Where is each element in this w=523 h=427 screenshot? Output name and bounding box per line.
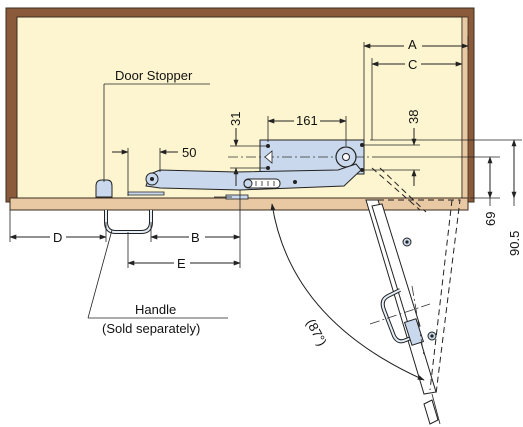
handle-grip bbox=[104, 210, 153, 234]
dim-D-label-bg bbox=[50, 229, 66, 245]
dimension-E: E bbox=[127, 232, 241, 271]
open-door-bottom-bracket bbox=[423, 399, 439, 425]
open-stay-pivot-pin bbox=[405, 240, 409, 244]
dim-50-label: 50 bbox=[182, 145, 196, 160]
dimension-D: D bbox=[9, 210, 107, 245]
door-stopper-block bbox=[95, 179, 113, 198]
stay-cam bbox=[264, 150, 273, 164]
dim-69-label: 69 bbox=[483, 212, 498, 226]
dimension-A: A bbox=[363, 36, 469, 140]
dim-B-label: B bbox=[191, 230, 200, 245]
handle-leader bbox=[87, 229, 113, 319]
stay-arm-rivet bbox=[293, 180, 297, 184]
dim-D-label: D bbox=[53, 230, 62, 245]
dimension-50: 50 bbox=[112, 145, 196, 196]
dimension-161: 161 bbox=[267, 112, 347, 146]
stay-screw-top bbox=[266, 144, 270, 148]
handle-grip-inner bbox=[105, 210, 152, 233]
open-stay-lower-pin bbox=[430, 334, 434, 338]
stay-hinge-pin bbox=[342, 153, 350, 161]
dim-E-label: E bbox=[177, 256, 186, 271]
angle-label: (87°) bbox=[303, 316, 330, 348]
dimension-B: B bbox=[150, 190, 241, 268]
dim-C-label: C bbox=[408, 57, 417, 72]
angle-arc bbox=[270, 203, 425, 381]
cabinet-right-panel bbox=[461, 16, 469, 199]
dimension-C: C bbox=[371, 56, 463, 140]
flap-door-open-outline bbox=[378, 199, 461, 395]
dim-905-label: 90.5 bbox=[507, 231, 522, 256]
dim-A-label-bg bbox=[404, 36, 422, 52]
flap-stay-mechanism bbox=[127, 139, 372, 200]
door-stopper: Door Stopper bbox=[95, 68, 210, 198]
door-stopper-label: Door Stopper bbox=[115, 68, 193, 83]
dim-38-label: 38 bbox=[406, 110, 421, 124]
dim-B-label-bg bbox=[189, 229, 205, 245]
dim-161-label: 161 bbox=[296, 113, 318, 128]
dim-E-label-bg bbox=[174, 255, 190, 271]
handle: Handle (Sold separately) bbox=[87, 210, 228, 336]
dim-31-label: 31 bbox=[228, 112, 243, 126]
stay-adjust-screw bbox=[243, 179, 253, 188]
dimension-31: 31 bbox=[228, 112, 266, 186]
dim-161-label-bg bbox=[294, 112, 320, 128]
dim-A-label: A bbox=[408, 37, 417, 52]
open-door-bottom-line bbox=[431, 393, 441, 425]
handle-label-line1: Handle bbox=[135, 302, 176, 317]
flap-door-open-edge-2 bbox=[371, 167, 421, 211]
handle-label-line2: (Sold separately) bbox=[102, 321, 200, 336]
stay-screw-bottom bbox=[266, 166, 270, 170]
cabinet-interior bbox=[16, 16, 463, 199]
dimension-69-905: 69 90.5 bbox=[370, 139, 522, 256]
door-bracket bbox=[127, 191, 165, 196]
open-stay-arm bbox=[371, 203, 421, 331]
stay-arm bbox=[145, 163, 362, 191]
stay-arm-pivot-pin bbox=[150, 177, 154, 181]
dimension-38: 38 bbox=[362, 110, 421, 186]
flap-door-open-edge bbox=[429, 199, 453, 391]
dim-C-label-bg bbox=[405, 56, 421, 72]
